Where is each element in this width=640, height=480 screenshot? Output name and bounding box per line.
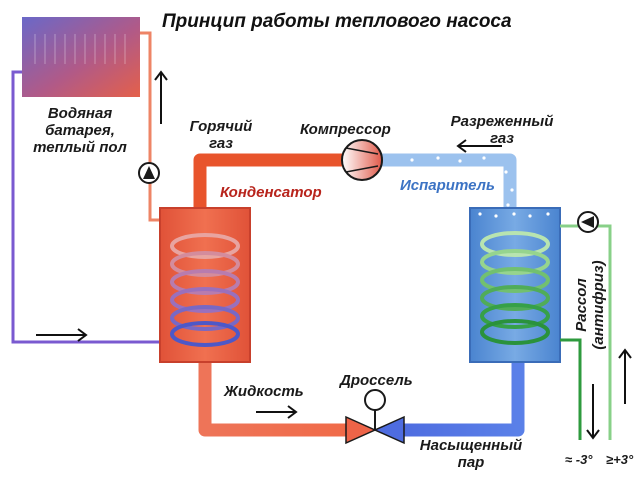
brine-circuit xyxy=(560,224,612,440)
brine-label: Рассол (антифриз) xyxy=(573,249,607,361)
rarefied-gas-label: Разреженный газ xyxy=(428,113,576,147)
brine-out-temperature: ≈ -3° xyxy=(565,452,593,467)
hot-gas-label-line: газ xyxy=(209,135,233,152)
liquid-label: Жидкость xyxy=(224,383,304,400)
evaporator xyxy=(469,207,561,363)
diagram-title: Принцип работы теплового насоса xyxy=(162,11,512,32)
throttle-valve-icon xyxy=(345,389,405,445)
water-loop xyxy=(11,31,164,344)
evaporator-label: Испаритель xyxy=(400,177,495,194)
rarefied-gas-pipe xyxy=(382,153,517,212)
flow-arrow-icon xyxy=(36,70,632,440)
liquid-pipe xyxy=(198,362,352,437)
circulation-pump-icon xyxy=(138,162,160,184)
brine-label-line: (антифриз) xyxy=(590,260,607,350)
radiator xyxy=(22,17,140,97)
saturated-vapor-label: Насыщенный пар xyxy=(408,437,534,471)
condenser xyxy=(159,207,251,363)
brine-label-line: Рассол xyxy=(573,278,590,332)
radiator-label-line: теплый пол xyxy=(33,139,127,156)
rarefied-gas-label-line: Разреженный xyxy=(450,113,554,130)
hot-gas-label: Горячий газ xyxy=(176,118,266,152)
hot-gas-label-line: Горячий xyxy=(189,118,253,135)
saturated-vapor-label-line: Насыщенный xyxy=(419,437,523,454)
radiator-label: Водяная батарея, теплый пол xyxy=(18,105,142,156)
hot-gas-pipe xyxy=(193,153,342,212)
circulation-pump-icon xyxy=(577,211,599,233)
compressor-label: Компрессор xyxy=(300,121,391,138)
saturated-vapor-label-line: пар xyxy=(457,454,485,471)
compressor-icon xyxy=(341,139,383,181)
brine-in-temperature: ≥+3° xyxy=(606,452,634,467)
saturated-vapor-pipe xyxy=(398,362,525,437)
condenser-label: Конденсатор xyxy=(220,184,322,201)
radiator-label-line: Водяная xyxy=(47,105,113,122)
radiator-label-line: батарея, xyxy=(45,122,115,139)
rarefied-gas-label-line: газ xyxy=(490,130,514,147)
throttle-label: Дроссель xyxy=(340,372,413,389)
